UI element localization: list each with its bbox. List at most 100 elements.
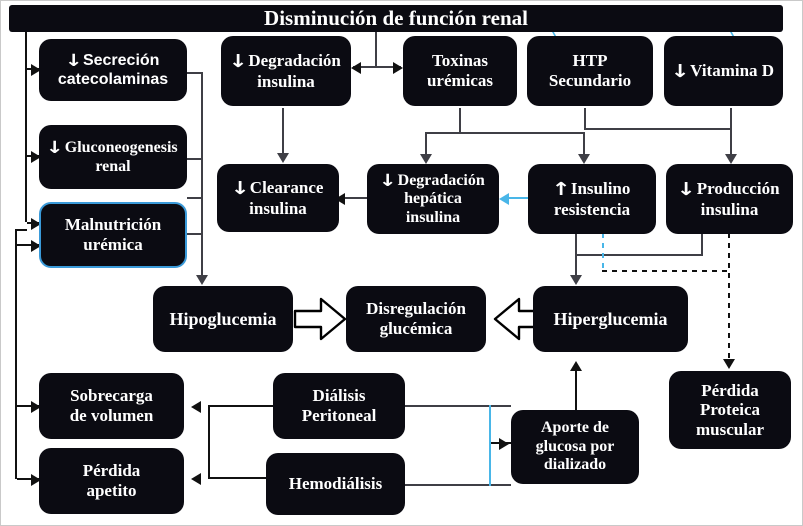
connector-hepatica-to-clearance	[339, 197, 375, 199]
node-label: Malnutrición urémica	[64, 215, 162, 254]
connector-aporte-to-hiperglucemia	[575, 363, 577, 417]
node-label: Pérdida apetito	[82, 461, 141, 500]
connector-toxinas-to-resistencia	[583, 132, 585, 160]
arrowhead-clearance-left	[335, 193, 345, 205]
connector-toxinas-to-hepatica	[425, 132, 427, 160]
arrowhead-hipoglucemia	[196, 275, 208, 285]
node-dialisis-peritoneal[interactable]: Diálisis Peritoneal	[273, 373, 405, 439]
down-arrow-icon: ↓	[378, 170, 397, 191]
arrowhead-degradacion-insulina-left	[351, 62, 361, 74]
arrowhead-clearance	[277, 153, 289, 163]
connector-bus-vertical	[201, 72, 203, 279]
connector-dialysis-bus-vertical	[489, 405, 491, 486]
connector-hemodialisis-right	[405, 484, 511, 486]
down-arrow-icon: ↓	[676, 179, 697, 201]
connector-toxinas-down	[459, 108, 461, 134]
page-title: Disminución de función renal	[264, 6, 528, 30]
connector-to-malnutricion-2	[17, 244, 39, 246]
arrowhead-sobrecarga	[31, 401, 41, 413]
node-label: Disregulación glucémica	[366, 299, 466, 338]
arrowhead-insulino-resistencia	[578, 154, 590, 164]
connector-dashed-cyan-resistencia	[602, 233, 604, 271]
node-label: Gluconeogenesis renal	[64, 139, 178, 175]
node-produccion-insulina[interactable]: ↓Producción insulina	[666, 164, 793, 234]
connector-toxinas-bus-h	[425, 132, 585, 134]
node-perdida-apetito[interactable]: Pérdida apetito	[39, 448, 184, 514]
node-hipoglucemia[interactable]: Hipoglucemia	[153, 286, 293, 352]
node-hemodialisis[interactable]: Hemodiálisis	[266, 453, 405, 515]
up-arrow-icon: ↑	[551, 179, 571, 201]
node-label: Degradación insulina	[248, 50, 341, 91]
arrowhead-gluconeo	[31, 151, 41, 163]
down-arrow-icon: ↓	[45, 137, 65, 158]
node-label: Secreción catecolaminas	[57, 52, 169, 88]
connector-resistencia-down	[575, 233, 577, 279]
connector-dialisis-left-v	[208, 405, 210, 479]
connector-dashed-to-proteica-h	[602, 270, 730, 272]
connector-htp-bus	[584, 128, 732, 130]
block-arrow-hipoglucemia-to-disregulacion	[293, 297, 347, 341]
connector-to-sobrecarga	[17, 405, 39, 407]
down-arrow-icon: ↓	[64, 50, 83, 71]
down-arrow-icon: ↓	[228, 51, 248, 73]
connector-bus-malnutricion	[187, 233, 203, 235]
connector-bus-gluconeo	[187, 158, 203, 160]
connector-bus-secrecion	[187, 72, 203, 74]
node-label: Hiperglucemia	[553, 308, 668, 329]
connector-title-to-midbus	[375, 32, 377, 67]
arrowhead-aporte-glucosa	[499, 438, 509, 450]
connector-left-spine-main	[25, 32, 27, 222]
connector-degradacion-to-clearance	[282, 108, 284, 157]
connector-dialisis-to-left-h	[208, 405, 273, 407]
node-degradacion-hepatica-insulina[interactable]: ↓Degradación hepática insulina	[367, 164, 499, 234]
down-arrow-icon: ↓	[670, 61, 690, 83]
node-label: Aporte de glucosa por dializado	[535, 419, 615, 474]
node-sobrecarga-de-volumen[interactable]: Sobrecarga de volumen	[39, 373, 184, 439]
arrowhead-malnutricion	[31, 218, 41, 230]
node-label: Producción insulina	[696, 178, 780, 219]
node-disregulacion-glucemica[interactable]: Disregulación glucémica	[346, 286, 486, 352]
arrowhead-hiperglucemia	[570, 275, 582, 285]
node-toxinas-uremicas[interactable]: Toxinas urémicas	[403, 36, 517, 106]
node-vitamina-d[interactable]: ↓Vitamina D	[664, 36, 783, 106]
connector-dialisis-right	[405, 405, 511, 407]
arrowhead-perdida-apetito	[31, 474, 41, 486]
node-label: Sobrecarga de volumen	[69, 386, 154, 425]
down-arrow-icon: ↓	[230, 178, 250, 200]
node-htp-secundario[interactable]: HTP Secundario	[527, 36, 653, 106]
node-hiperglucemia[interactable]: Hiperglucemia	[533, 286, 688, 352]
node-perdida-proteica-muscular[interactable]: Pérdida Proteica muscular	[669, 371, 791, 449]
node-gluconeogenesis-renal[interactable]: ↓Gluconeogenesis renal	[39, 125, 187, 189]
connector-dialisis-to-apetito-h	[208, 477, 273, 479]
node-clearance-insulina[interactable]: ↓Clearance insulina	[217, 164, 339, 232]
connector-to-perdida-apetito	[17, 478, 39, 480]
node-label: Toxinas urémicas	[426, 51, 494, 90]
connector-left-spine-lower	[15, 229, 17, 479]
node-label: Hemodiálisis	[288, 474, 383, 494]
node-label: Insulino resistencia	[553, 178, 631, 219]
node-label: HTP Secundario	[548, 51, 632, 90]
arrowhead-malnutricion-2	[31, 240, 41, 252]
connector-produccion-down	[701, 233, 703, 256]
connector-left-spine-lower-top	[15, 229, 27, 231]
connector-vitd-down	[730, 108, 732, 160]
node-malnutricion-uremica[interactable]: Malnutrición urémica	[39, 202, 187, 268]
node-label: Hipoglucemia	[169, 308, 277, 329]
arrowhead-toxinas-right	[393, 62, 403, 74]
node-label: Degradación hepática insulina	[397, 171, 485, 226]
diagram-title-bar: Disminución de función renal	[9, 5, 783, 32]
node-degradacion-insulina[interactable]: ↓Degradación insulina	[221, 36, 351, 106]
node-aporte-glucosa-dializado[interactable]: Aporte de glucosa por dializado	[511, 410, 639, 484]
node-insulino-resistencia[interactable]: ↑Insulino resistencia	[528, 164, 656, 234]
node-label: Pérdida Proteica muscular	[696, 380, 764, 439]
arrowhead-degradacion-hepatica	[420, 154, 432, 164]
node-secrecion-catecolaminas[interactable]: ↓Secreción catecolaminas	[39, 39, 187, 101]
arrowhead-produccion-insulina	[725, 154, 737, 164]
arrowhead-sobrecarga-left	[191, 401, 201, 413]
node-label: Diálisis Peritoneal	[301, 386, 377, 425]
arrowhead-hiperglucemia-up	[570, 361, 582, 371]
node-label: Clearance insulina	[249, 177, 324, 218]
arrowhead-perdida-proteica	[723, 359, 735, 369]
node-label: Vitamina D	[690, 60, 775, 80]
